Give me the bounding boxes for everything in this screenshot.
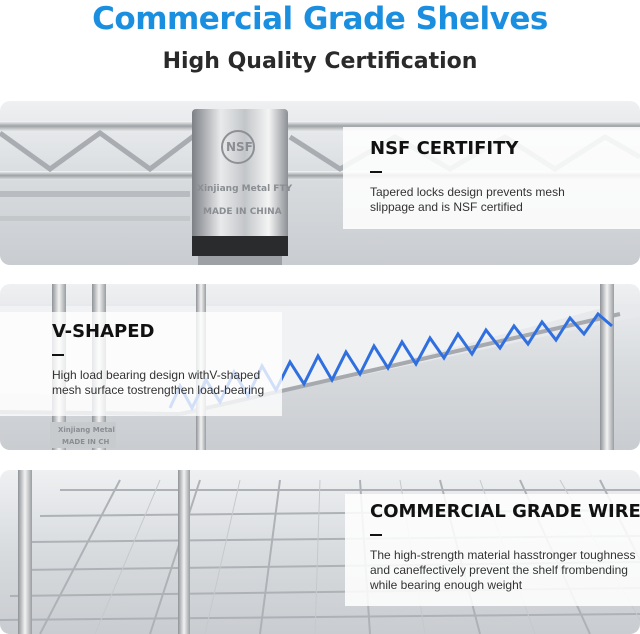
feature-description-line: The high-strength material hasstronger t… [370,548,636,562]
feature-description-line: while bearing enough weight [370,578,523,592]
feature-description-line: Tapered locks design prevents mesh [370,185,565,199]
feature-heading: NSF CERTIFITY [370,138,519,159]
feature-heading: V-SHAPED [52,321,155,342]
panel-commercial-grade-wire: COMMERCIAL GRADE WIRE The high-strength … [0,470,640,634]
panel-v-shaped: Xinjiang Metal MADE IN CH V-SHAPED High … [0,284,640,450]
feature-card-nsf: NSF CERTIFITY Tapered locks design preve… [343,127,640,229]
page-title: Commercial Grade Shelves [92,1,548,37]
collar-engraving-1: Xinjiang Metal [58,426,115,434]
feature-divider [370,534,382,536]
collar-logo: NSF [226,140,253,154]
feature-description-line: slippage and is NSF certified [370,200,523,214]
collar-engraving-2: MADE IN CHINA [203,207,282,217]
collar-engraving-2: MADE IN CH [62,438,110,446]
feature-card-wire: COMMERCIAL GRADE WIRE The high-strength … [345,494,640,606]
feature-divider [370,171,382,173]
feature-description-line: mesh surface tostrengthen load-bearing [52,383,265,397]
feature-description-line: and caneffectively prevent the shelf fro… [370,563,628,577]
feature-heading: COMMERCIAL GRADE WIRE [370,501,640,522]
feature-divider [52,354,64,356]
feature-card-v-shaped: V-SHAPED High load bearing design withV-… [0,312,282,416]
collar-engraving-1: Xinjiang Metal FTY [197,184,293,194]
panel-nsf-certify: NSF Xinjiang Metal FTY MADE IN CHINA NSF… [0,101,640,265]
feature-description-line: High load bearing design withV-shaped [52,368,261,382]
page-subtitle: High Quality Certification [162,49,478,74]
